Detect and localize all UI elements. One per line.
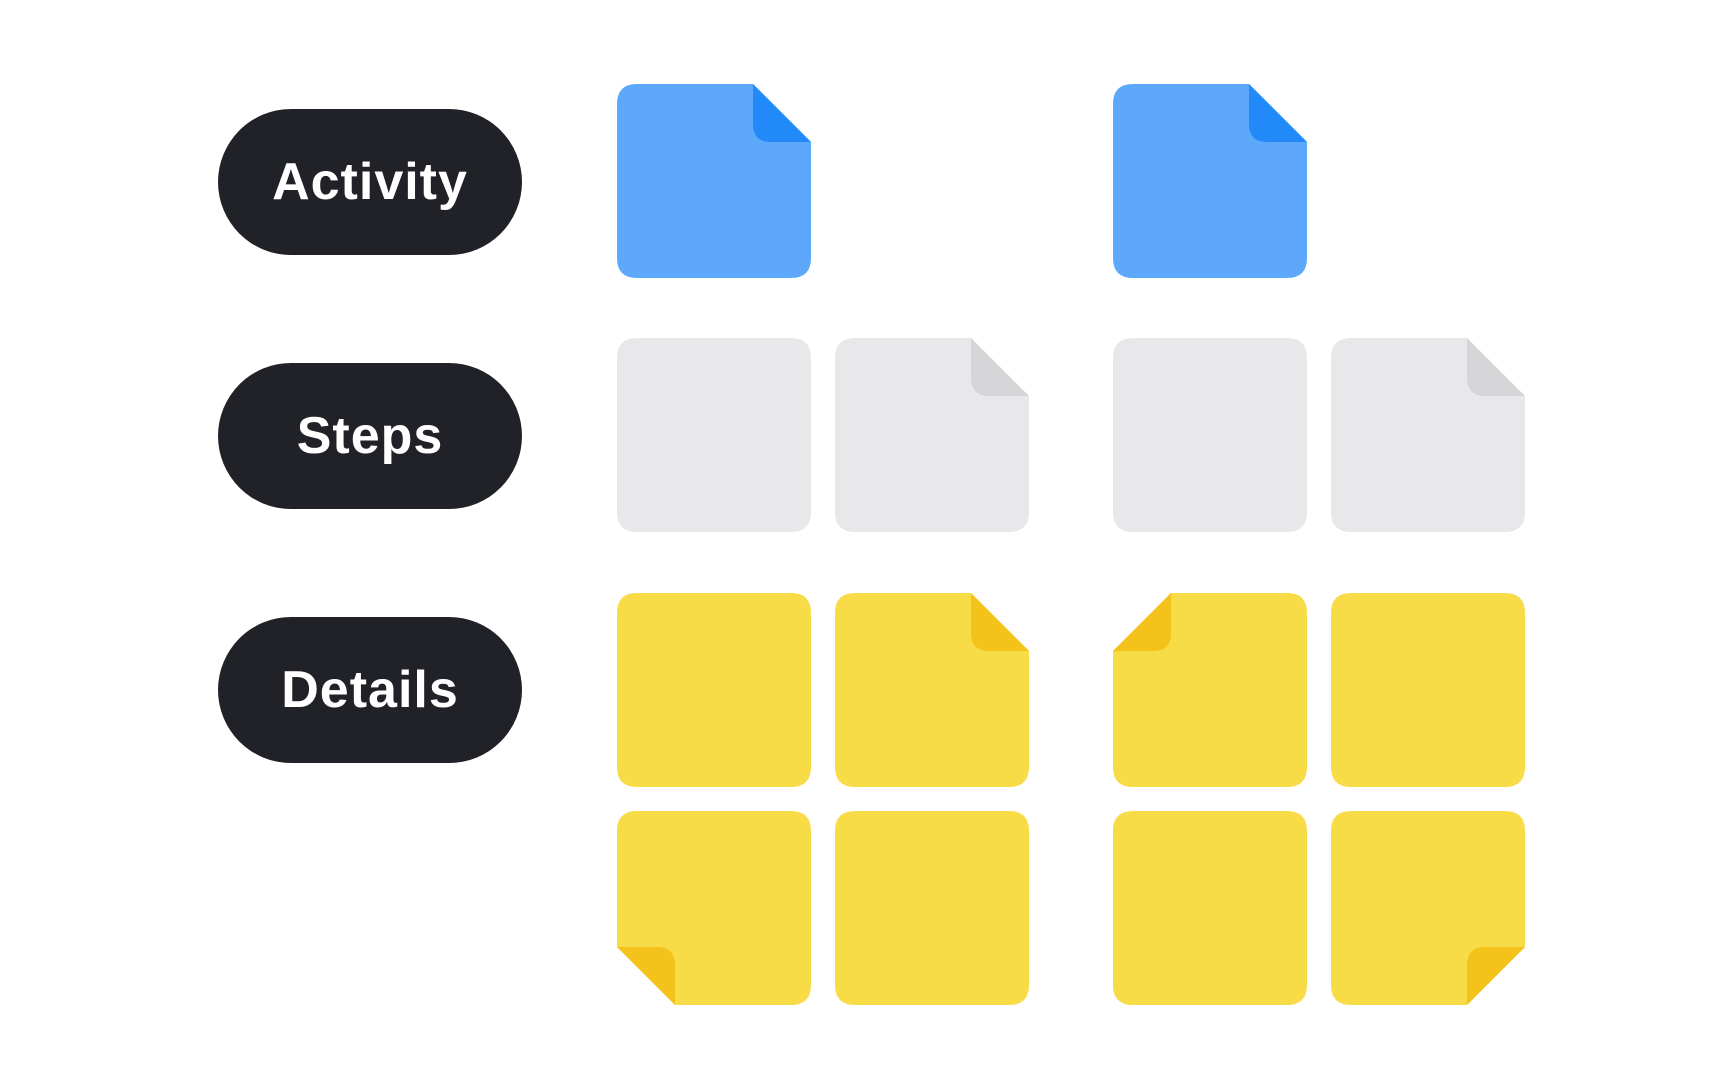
details-note-top-right-fold: [835, 593, 1029, 787]
note-body: [617, 593, 811, 787]
steps-note-flat: [1113, 338, 1307, 532]
details-note-flat: [617, 593, 811, 787]
steps-label: Steps: [296, 407, 444, 465]
activity-pill: Activity: [218, 109, 522, 255]
details-label: Details: [281, 661, 459, 719]
note-fold-corner: [1467, 947, 1525, 1005]
note-fold-corner: [1113, 593, 1171, 651]
steps-note-top-right-fold: [835, 338, 1029, 532]
details-note-flat: [1113, 811, 1307, 1005]
note-fold-corner: [617, 947, 675, 1005]
note-body: [835, 811, 1029, 1005]
note-fold-corner: [753, 84, 811, 142]
note-fold-corner: [971, 338, 1029, 396]
details-note-flat: [1331, 593, 1525, 787]
details-note-top-left-fold: [1113, 593, 1307, 787]
details-note-flat: [835, 811, 1029, 1005]
activity-note-top-right-fold: [617, 84, 811, 278]
activity-label: Activity: [272, 153, 468, 211]
details-note-bottom-left-fold: [617, 811, 811, 1005]
note-fold-corner: [1467, 338, 1525, 396]
activity-note-top-right-fold: [1113, 84, 1307, 278]
details-pill: Details: [218, 617, 522, 763]
steps-note-flat: [617, 338, 811, 532]
note-body: [1113, 338, 1307, 532]
note-fold-corner: [971, 593, 1029, 651]
steps-pill: Steps: [218, 363, 522, 509]
details-note-bottom-right-fold: [1331, 811, 1525, 1005]
note-body: [617, 338, 811, 532]
note-body: [1113, 811, 1307, 1005]
note-body: [1331, 593, 1525, 787]
steps-note-top-right-fold: [1331, 338, 1525, 532]
note-fold-corner: [1249, 84, 1307, 142]
